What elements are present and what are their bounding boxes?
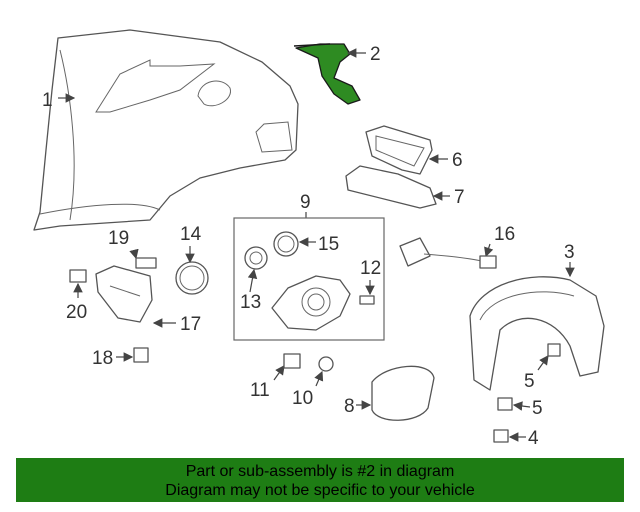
callout-19: 19 <box>108 228 129 249</box>
wheelhouse-liner-3-part[interactable] <box>469 276 605 391</box>
fuel-door-part[interactable] <box>371 365 435 421</box>
callout-4: 4 <box>528 428 539 449</box>
bracket-17-part[interactable] <box>95 265 153 323</box>
callout-9: 9 <box>300 192 311 213</box>
parts-diagram: 1 2 6 7 9 15 13 12 <box>33 29 605 449</box>
quarter-panel-part[interactable] <box>33 29 299 231</box>
callout-16: 16 <box>494 224 515 245</box>
callout-3: 3 <box>564 242 575 263</box>
callout-13: 13 <box>240 292 261 313</box>
bolt-19-part[interactable] <box>135 257 157 269</box>
clip-5-lower-part[interactable] <box>497 397 513 411</box>
kit-box-9 <box>233 217 385 341</box>
actuator-11-part[interactable] <box>283 353 301 369</box>
callout-12: 12 <box>360 258 381 279</box>
callout-17: 17 <box>180 314 201 335</box>
clip-5-upper-part[interactable] <box>547 343 561 357</box>
callout-18: 18 <box>92 348 113 369</box>
fuel-door-housing-part[interactable] <box>271 275 351 331</box>
filler-pocket-frame-part[interactable] <box>365 125 433 175</box>
clip-18-part[interactable] <box>133 347 149 363</box>
screw-10-part[interactable] <box>318 356 334 372</box>
callout-2: 2 <box>370 44 381 65</box>
screw-12-part[interactable] <box>359 295 375 305</box>
filler-housing-part[interactable] <box>345 165 437 209</box>
release-cable-16-part[interactable] <box>399 237 497 269</box>
clip-4-part[interactable] <box>493 429 509 443</box>
info-banner: Part or sub-assembly is #2 in diagram Di… <box>16 458 624 502</box>
fuel-door-seal-part[interactable] <box>273 231 299 257</box>
callout-10: 10 <box>292 388 313 409</box>
callout-15: 15 <box>318 234 339 255</box>
grommet-14-part[interactable] <box>175 261 209 295</box>
callout-1: 1 <box>42 90 53 111</box>
banner-line-1: Part or sub-assembly is #2 in diagram <box>185 463 455 480</box>
callout-5-lower: 5 <box>532 398 543 419</box>
callout-6: 6 <box>452 150 463 171</box>
callout-5-upper: 5 <box>524 371 535 392</box>
callout-20: 20 <box>66 302 87 323</box>
fuel-door-hinge-part[interactable] <box>293 43 361 105</box>
callout-7: 7 <box>454 187 465 208</box>
clip-20-part[interactable] <box>69 269 87 283</box>
callout-14: 14 <box>180 224 202 245</box>
callout-11: 11 <box>250 380 270 401</box>
banner-line-2: Diagram may not be specific to your vehi… <box>165 482 475 499</box>
retainer-ring-part[interactable] <box>244 246 268 270</box>
callout-8: 8 <box>344 396 355 417</box>
